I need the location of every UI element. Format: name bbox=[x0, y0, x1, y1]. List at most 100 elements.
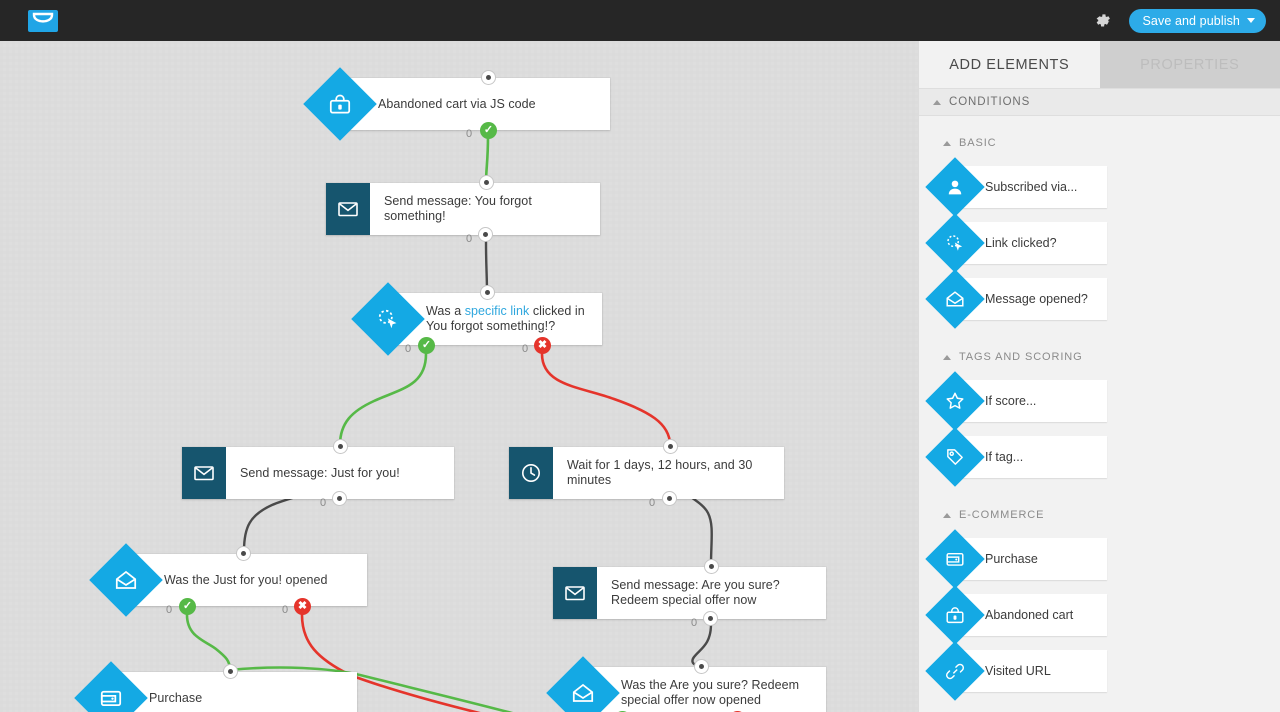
port-count-label: 0 bbox=[466, 233, 473, 245]
workflow-node-label: Was the Just for you! opened bbox=[164, 572, 328, 587]
open-envelope-icon bbox=[546, 656, 620, 712]
gear-icon[interactable] bbox=[1085, 0, 1119, 41]
workflow-node-label: Send message: Just for you! bbox=[240, 465, 400, 480]
tab-properties[interactable]: PROPERTIES bbox=[1099, 41, 1280, 88]
workflow-node-n3[interactable]: Was a specific link clicked in You forgo… bbox=[351, 282, 602, 356]
element-tile-visited-url[interactable]: Visited URL bbox=[925, 641, 1107, 701]
node-input-port[interactable] bbox=[236, 546, 251, 561]
chevron-up-icon bbox=[933, 99, 941, 105]
panel-subsection-header[interactable]: TAGS AND SCORING bbox=[919, 344, 1280, 370]
element-tile-message-opened[interactable]: Message opened? bbox=[925, 269, 1107, 329]
tab-add-elements[interactable]: ADD ELEMENTS bbox=[919, 41, 1100, 88]
node-output-port-yes[interactable]: ✓ bbox=[179, 598, 196, 615]
panel-subsection-header[interactable]: E-COMMERCE bbox=[919, 502, 1280, 528]
workflow-node-label: Send message: You forgot something! bbox=[384, 194, 532, 223]
workflow-node-n2[interactable]: Send message: You forgot something! bbox=[326, 183, 600, 235]
element-tile-grid: If score... If tag... bbox=[919, 370, 1280, 502]
basket-icon bbox=[303, 67, 377, 141]
node-input-port[interactable] bbox=[333, 439, 348, 454]
element-tile-grid: Subscribed via... Link clicked? Message op… bbox=[919, 156, 1280, 344]
port-count-label: 0 bbox=[649, 497, 656, 509]
envelope-icon bbox=[553, 567, 597, 619]
node-output-port-no[interactable]: ✖ bbox=[534, 337, 551, 354]
open-envelope-icon bbox=[89, 543, 163, 617]
element-tile-label: If score... bbox=[985, 394, 1037, 408]
panel-subsection-title: TAGS AND SCORING bbox=[959, 351, 1083, 363]
star-icon bbox=[925, 371, 985, 431]
element-tile-link-clicked[interactable]: Link clicked? bbox=[925, 213, 1107, 273]
element-tile-abandoned-cart[interactable]: Abandoned cart bbox=[925, 585, 1107, 645]
element-tile-subscribed-via[interactable]: Subscribed via... bbox=[925, 157, 1107, 217]
envelope-logo-icon[interactable] bbox=[28, 9, 58, 32]
close-icon: ✖ bbox=[297, 600, 308, 612]
user-icon bbox=[925, 157, 985, 217]
node-input-port[interactable] bbox=[663, 439, 678, 454]
chevron-up-icon bbox=[943, 140, 951, 146]
node-output-port-yes[interactable]: ✓ bbox=[418, 337, 435, 354]
node-input-port[interactable] bbox=[480, 285, 495, 300]
panel-section: CONDITIONS BASIC Subscribed via... Link cli… bbox=[919, 88, 1280, 712]
workflow-node-n8[interactable]: Purchase bbox=[74, 661, 357, 712]
check-icon: ✓ bbox=[483, 124, 494, 136]
element-tile-label: Abandoned cart bbox=[985, 608, 1074, 622]
element-tile-label: Subscribed via... bbox=[985, 180, 1078, 194]
node-output-port-yes[interactable]: ✓ bbox=[480, 122, 497, 139]
workflow-node-label: Purchase bbox=[149, 690, 203, 705]
port-count-label: 0 bbox=[691, 617, 698, 629]
chevron-up-icon bbox=[943, 512, 951, 518]
port-count-label: 0 bbox=[320, 497, 327, 509]
element-tile-label: Link clicked? bbox=[985, 236, 1057, 250]
workflow-node-n5[interactable]: Wait for 1 days, 12 hours, and 30 minute… bbox=[509, 447, 784, 499]
toolbar-right-group: Save and publish bbox=[1085, 0, 1280, 41]
element-tile-if-score[interactable]: If score... bbox=[925, 371, 1107, 431]
workflow-node-n7[interactable]: Send message: Are you sure? Redeem speci… bbox=[553, 567, 826, 619]
workflow-node-n6[interactable]: Was the Just for you! opened bbox=[89, 543, 367, 617]
node-input-port[interactable] bbox=[481, 70, 496, 85]
cursor-click-icon bbox=[925, 213, 985, 273]
node-input-port[interactable] bbox=[694, 659, 709, 674]
panel-tabs: ADD ELEMENTS PROPERTIES bbox=[919, 41, 1280, 88]
node-output-port-plain[interactable] bbox=[703, 611, 718, 626]
port-count-label: 0 bbox=[405, 343, 412, 355]
workflow-node-n4[interactable]: Send message: Just for you! bbox=[182, 447, 454, 499]
workflow-node-label: Abandoned cart via JS code bbox=[378, 96, 536, 111]
port-count-label: 0 bbox=[522, 343, 529, 355]
node-input-port[interactable] bbox=[704, 559, 719, 574]
element-tile-if-tag[interactable]: If tag... bbox=[925, 427, 1107, 487]
basket-icon bbox=[925, 585, 985, 645]
element-tile-label: Message opened? bbox=[985, 292, 1088, 306]
cursor-click-icon bbox=[351, 282, 425, 356]
node-output-port-plain[interactable] bbox=[662, 491, 677, 506]
panel-section-title: CONDITIONS bbox=[949, 96, 1031, 108]
save-and-publish-button[interactable]: Save and publish bbox=[1129, 8, 1266, 33]
top-toolbar: Save and publish bbox=[0, 0, 1280, 41]
tag-icon bbox=[925, 427, 985, 487]
workflow-node-label: Wait for 1 days, 12 hours, and 30 minute… bbox=[567, 458, 753, 487]
node-output-port-plain[interactable] bbox=[332, 491, 347, 506]
workflow-node-label: Was the Are you sure? Redeem special off… bbox=[621, 678, 800, 707]
element-tile-label: Purchase bbox=[985, 552, 1038, 566]
element-tile-purchase[interactable]: Purchase bbox=[925, 529, 1107, 589]
port-count-label: 0 bbox=[282, 604, 289, 616]
node-input-port[interactable] bbox=[479, 175, 494, 190]
wallet-icon bbox=[925, 529, 985, 589]
workflow-node-label: Send message: Are you sure? Redeem speci… bbox=[611, 578, 780, 607]
node-input-port[interactable] bbox=[223, 664, 238, 679]
workflow-node-n9[interactable]: Was the Are you sure? Redeem special off… bbox=[546, 656, 826, 712]
port-count-label: 0 bbox=[466, 128, 473, 140]
tab-properties-label: PROPERTIES bbox=[1140, 56, 1240, 73]
envelope-icon bbox=[326, 183, 370, 235]
link-icon bbox=[925, 641, 985, 701]
panel-section-header[interactable]: CONDITIONS bbox=[919, 88, 1280, 116]
element-tile-label: If tag... bbox=[985, 450, 1024, 464]
tab-add-elements-label: ADD ELEMENTS bbox=[949, 56, 1070, 73]
panel-section-body: BASIC Subscribed via... Link clicked? Messa… bbox=[919, 116, 1280, 712]
workflow-node-n1[interactable]: Abandoned cart via JS code bbox=[303, 67, 610, 141]
save-and-publish-label: Save and publish bbox=[1142, 13, 1240, 28]
panel-subsection-header[interactable]: BASIC bbox=[919, 130, 1280, 156]
node-output-port-plain[interactable] bbox=[478, 227, 493, 242]
node-output-port-no[interactable]: ✖ bbox=[294, 598, 311, 615]
